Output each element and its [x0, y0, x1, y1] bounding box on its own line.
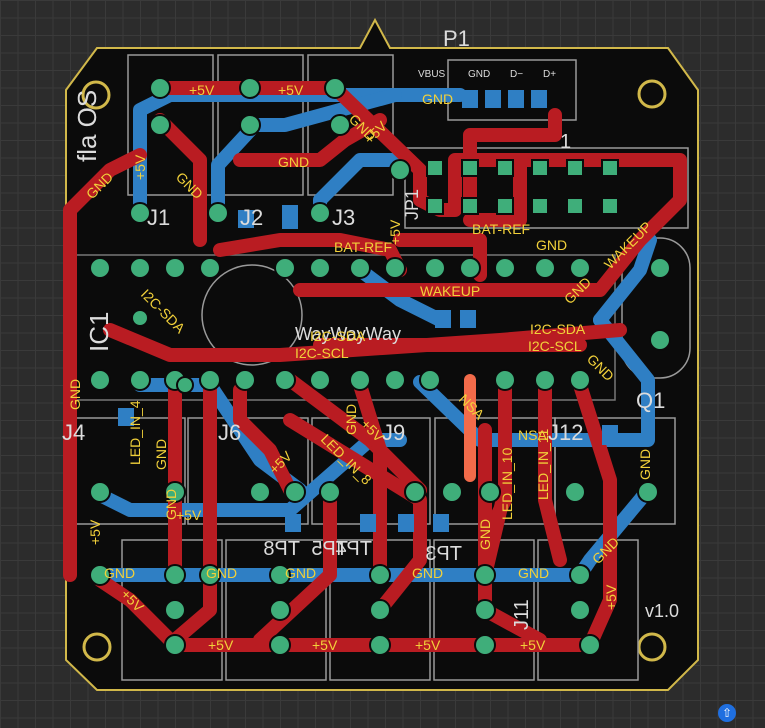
- j2-label: J2: [240, 205, 263, 230]
- pin1-label: 1: [560, 131, 571, 153]
- net-label-gnd-5: GND: [637, 449, 653, 480]
- j1-label: J1: [147, 205, 170, 230]
- net-label-bat-ref: BAT-REF: [334, 239, 392, 255]
- ic1-label: IC1: [84, 312, 114, 352]
- net-label-5v-1: +5V: [189, 82, 215, 98]
- net-label-gnd-9: GND: [412, 565, 443, 581]
- net-label-5v-10: +5V: [603, 584, 619, 610]
- j12-label: J12: [548, 420, 583, 445]
- j3-label: J3: [332, 205, 355, 230]
- net-label-5v-7: +5V: [520, 637, 546, 653]
- p1-pin-gnd: GND: [468, 69, 490, 80]
- net-label-gnd-7: GND: [206, 565, 237, 581]
- tp4-label: TP4: [335, 538, 372, 560]
- net-label-5v-2: +5V: [278, 82, 304, 98]
- j9-label: J9: [382, 420, 405, 445]
- revision-label: v1.0: [645, 601, 679, 621]
- net-label-gnd-4: GND: [67, 379, 83, 410]
- net-label-nsa-2: NSA: [518, 427, 547, 443]
- net-label-gnd-6: GND: [104, 565, 135, 581]
- net-label-5v-4: +5V: [208, 637, 234, 653]
- tp8-label: TP8: [263, 538, 300, 560]
- center-text: WayWayWay: [295, 324, 401, 344]
- p1-pin-vbus: VBUS: [418, 69, 446, 80]
- net-label-5v-15: +5V: [132, 154, 148, 180]
- net-label-5v-6: +5V: [415, 637, 441, 653]
- net-label-i2c-sda: I2C-SDA: [530, 321, 586, 337]
- tp5-label: TP5: [311, 538, 348, 560]
- tp3-label: TP3: [425, 543, 462, 565]
- net-label-i2c-scl-2: I2C-SCL: [295, 345, 349, 361]
- net-label-5v-14: +5V: [387, 219, 403, 245]
- p1-pin-dplus: D+: [543, 69, 556, 80]
- net-label-led-in-4: LED_IN_4: [127, 400, 143, 465]
- net-label-wakeup: WAKEUP: [420, 283, 480, 299]
- net-label-gnd-14: GND: [153, 439, 169, 470]
- net-label-bat-ref-2: BAT-REF: [472, 221, 530, 237]
- net-label-5v-5: +5V: [312, 637, 338, 653]
- net-label-gnd-1: GND: [278, 154, 309, 170]
- net-label-5v-3: +5V: [176, 507, 202, 523]
- net-label-gnd-16: GND: [477, 519, 493, 550]
- net-label-gnd-2: GND: [422, 91, 453, 107]
- j4-label: J4: [62, 420, 85, 445]
- jp1-label: JP1: [402, 189, 422, 220]
- mounting-holes: [81, 79, 667, 662]
- q1-label: Q1: [636, 388, 665, 413]
- pads: [89, 77, 671, 656]
- net-label-i2c-sda-2: I2C-SDA: [310, 328, 366, 344]
- j6-label: J6: [218, 420, 241, 445]
- p1-label: P1: [443, 26, 470, 51]
- net-label-gnd-3: GND: [536, 237, 567, 253]
- net-label-gnd-8: GND: [285, 565, 316, 581]
- net-label-gnd-20: GND: [163, 489, 179, 520]
- logo-text: fla OS: [72, 90, 102, 162]
- net-label-gnd-10: GND: [518, 565, 549, 581]
- net-label-gnd-15: GND: [343, 404, 359, 435]
- p1-pin-dminus: D−: [510, 69, 523, 80]
- net-label-5v-9: +5V: [87, 519, 103, 545]
- net-label-i2c-scl: I2C-SCL: [528, 338, 582, 354]
- net-label-led-in-11: LED_IN_11: [535, 428, 551, 500]
- info-icon[interactable]: ⇧: [718, 704, 736, 722]
- header-pads: [426, 159, 619, 215]
- j11-label: J11: [511, 599, 533, 630]
- net-label-led-in-10: LED_IN_10: [499, 447, 515, 520]
- smd-pads: [118, 90, 618, 532]
